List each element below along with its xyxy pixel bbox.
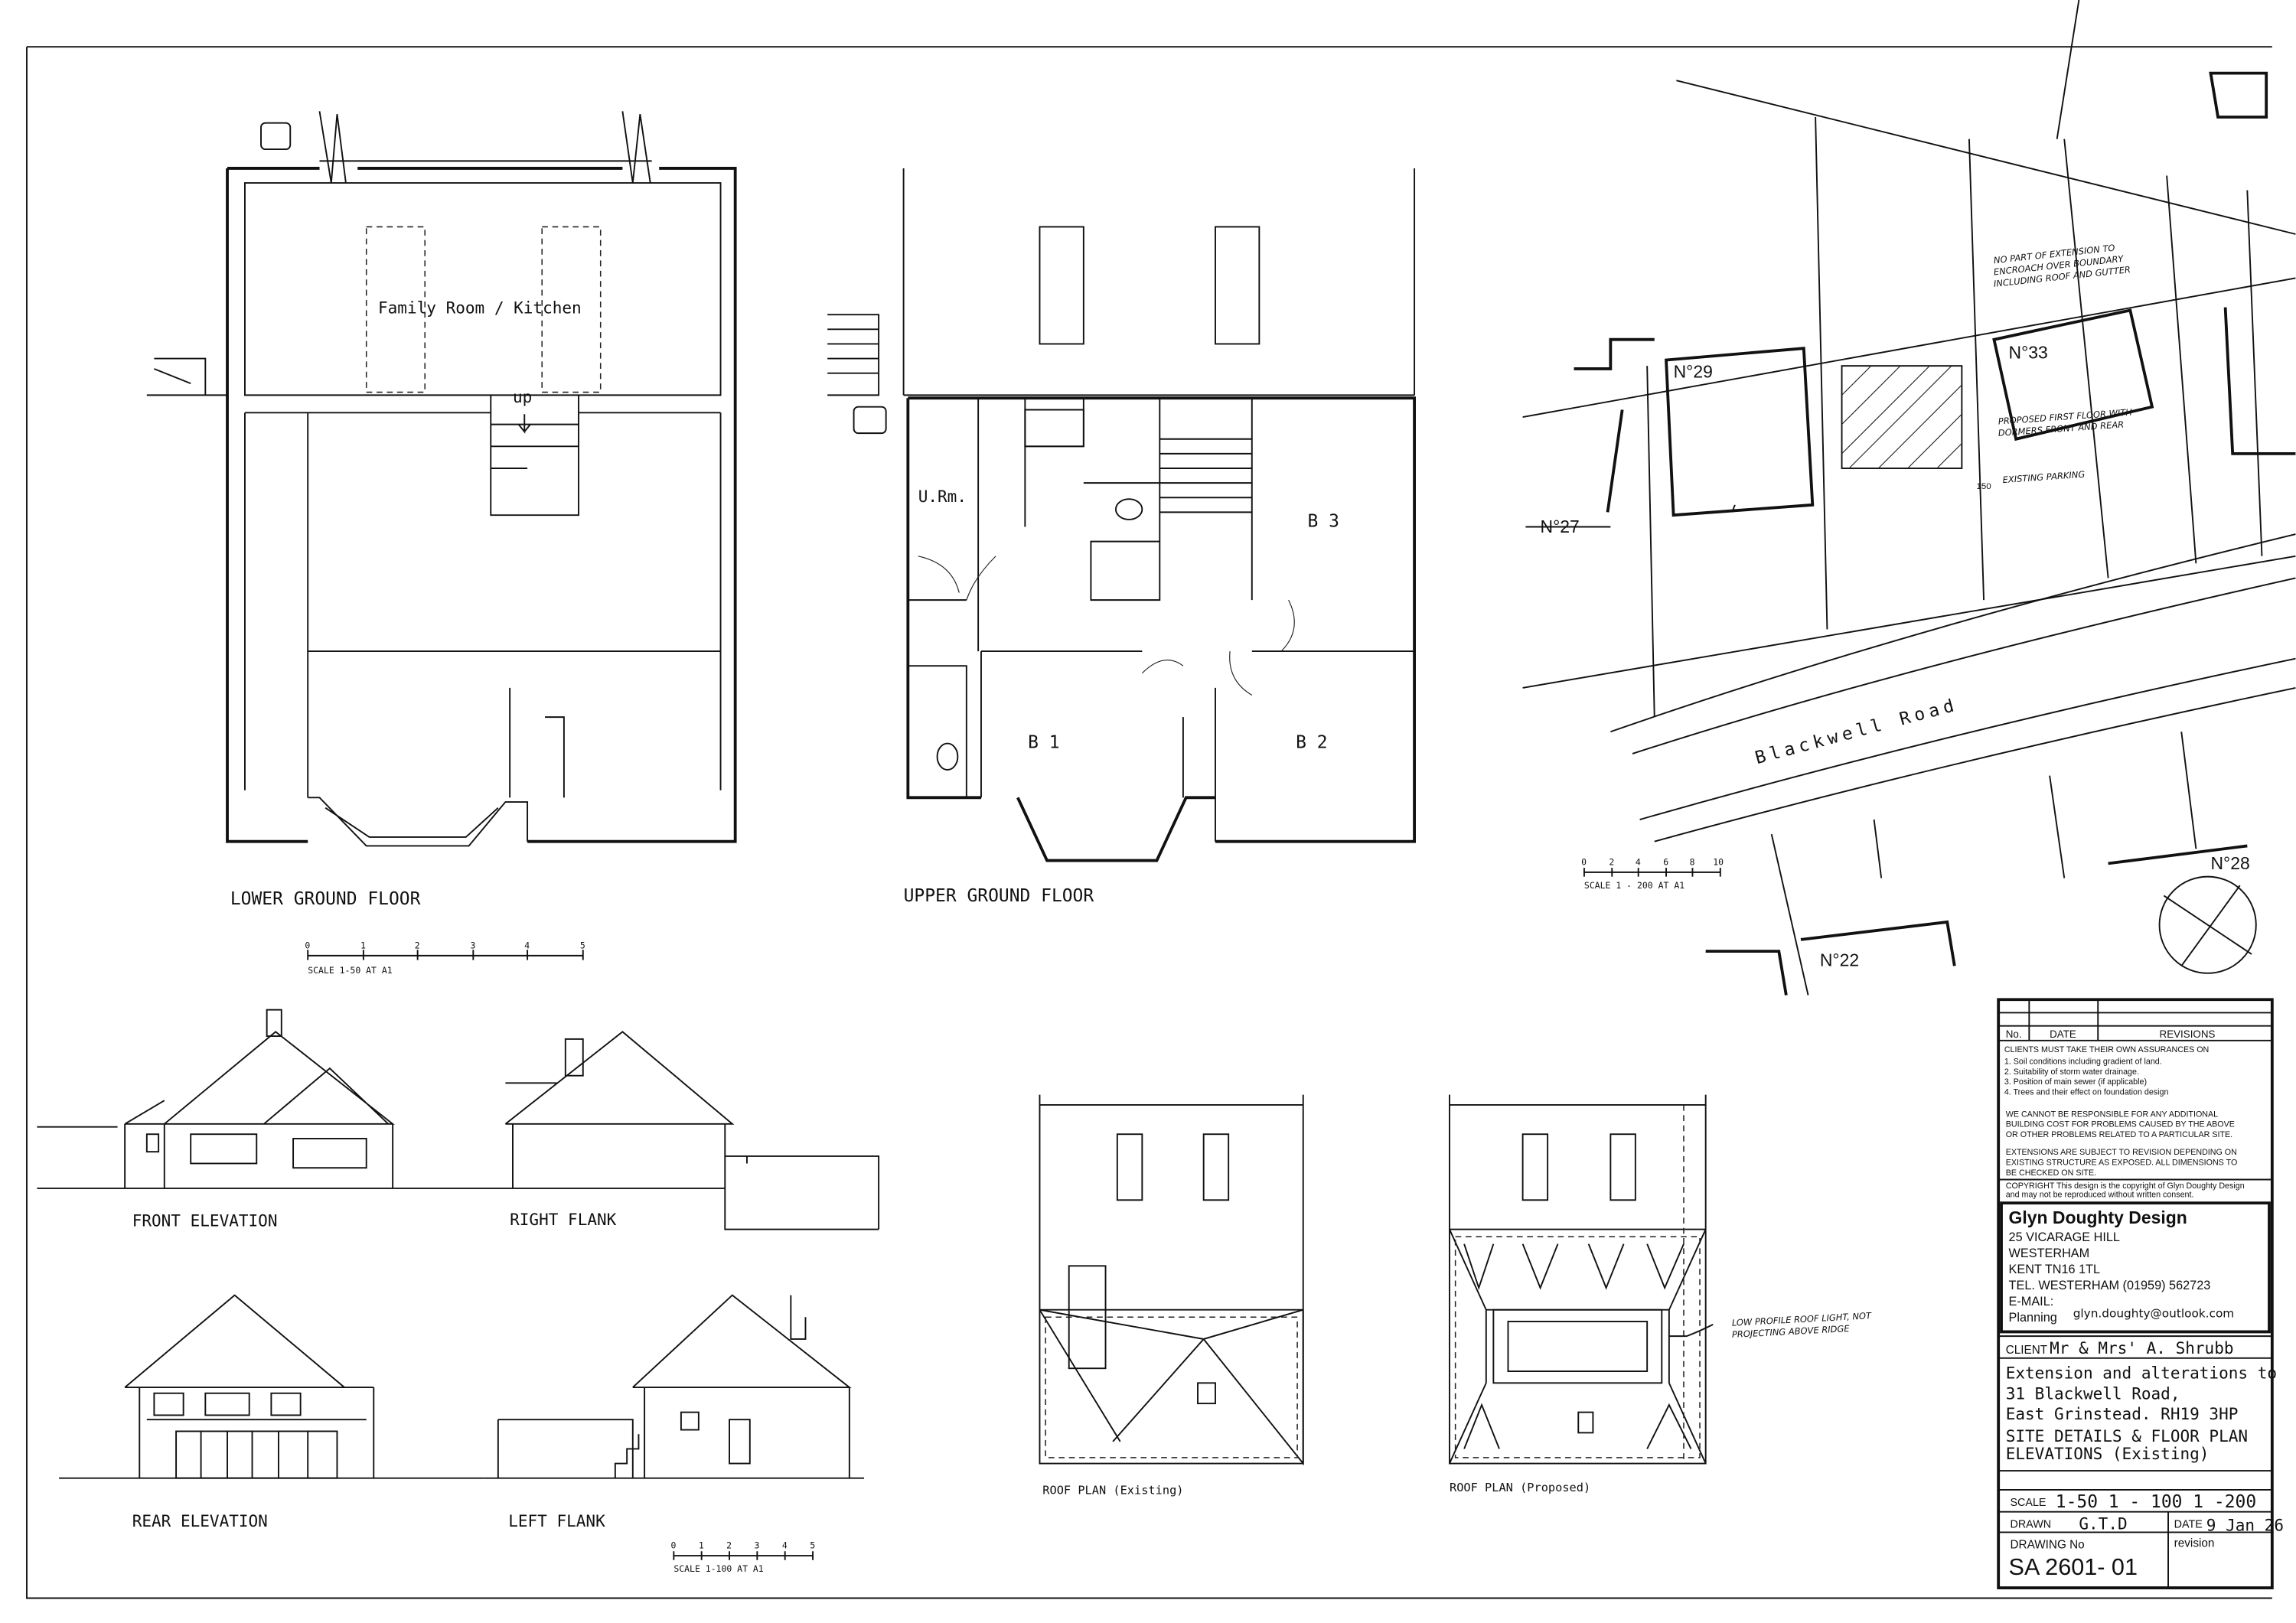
disclaimer-line: OR OTHER PROBLEMS RELATED TO A PARTICULA…	[2006, 1130, 2232, 1139]
scale-tick: 3	[755, 1540, 760, 1550]
client-label: CLIENT	[2006, 1344, 2047, 1357]
project-line: SITE DETAILS & FLOOR PLAN	[2006, 1426, 2248, 1445]
assurance-item: 2. Suitability of storm water drainage.	[2004, 1067, 2139, 1077]
elevations: FRONT ELEVATION RIGHT FLANK REAR ELEVATI…	[37, 1009, 880, 1574]
company-address: WESTERHAM	[2009, 1247, 2090, 1260]
assurances-heading: CLIENTS MUST TAKE THEIR OWN ASSURANCES O…	[2004, 1045, 2209, 1054]
scale-caption: SCALE 1 - 200 AT A1	[1584, 880, 1684, 891]
drawn-label: DRAWN	[2010, 1519, 2051, 1531]
sheet-border	[26, 46, 2272, 1599]
lower-ground-floor-plan: Family Room / Kitchen up LOWER GROUND FL…	[146, 111, 737, 976]
scale-tick: 1	[360, 940, 366, 950]
scale-tick: 5	[810, 1540, 815, 1550]
elevation-title: REAR ELEVATION	[132, 1511, 268, 1530]
company-address: KENT TN16 1TL	[2009, 1263, 2101, 1276]
scale-bar-1-100: 0 1 2 3 4 5 SCALE 1-100 AT A1	[671, 1540, 816, 1574]
scale-tick: 4	[1636, 856, 1641, 867]
disclaimer-line: WE CANNOT BE RESPONSIBLE FOR ANY ADDITIO…	[2006, 1110, 2218, 1119]
assurance-item: 4. Trees and their effect on foundation …	[2004, 1088, 2169, 1097]
title-block: No. DATE REVISIONS CLIENTS MUST TAKE THE…	[1997, 998, 2284, 1590]
scale-tick: 0	[671, 1540, 677, 1550]
roof-plan-title: ROOF PLAN (Existing)	[1042, 1484, 1183, 1498]
upper-ground-floor-plan: U.Rm. B 3 B 1 B 2 UPPER GROUND FLOOR	[827, 168, 1416, 906]
revision-header-date: DATE	[2050, 1028, 2076, 1040]
room-label-b1: B 1	[1028, 732, 1059, 752]
assurance-item: 3. Position of main sewer (if applicable…	[2004, 1077, 2147, 1087]
copyright-line: and may not be reproduced without writte…	[2006, 1190, 2194, 1199]
assurance-item: 1. Soil conditions including gradient of…	[2004, 1057, 2162, 1066]
scale-bar-1-200: 0 2 4 6 8 10 SCALE 1 - 200 AT A1	[1581, 856, 1724, 891]
extensions-note: EXISTING STRUCTURE AS EXPOSED. ALL DIMEN…	[2006, 1158, 2238, 1167]
room-label-b2: B 2	[1296, 732, 1327, 752]
revision-header-no: No.	[2006, 1028, 2022, 1040]
project-line: ELEVATIONS (Existing)	[2006, 1444, 2210, 1463]
stair-label: up	[513, 387, 532, 406]
elevation-title: RIGHT FLANK	[510, 1210, 617, 1229]
scale-tick: 5	[580, 940, 585, 950]
scale-values: 1-50 1 - 100 1 -200	[2056, 1492, 2256, 1512]
left-flank-elevation: LEFT FLANK	[483, 1294, 864, 1530]
roof-plan-existing: ROOF PLAN (Existing)	[1039, 1094, 1304, 1498]
email-label: E-MAIL:	[2009, 1295, 2054, 1309]
scale-tick: 3	[470, 940, 475, 950]
drawing-number: SA 2601- 01	[2009, 1554, 2138, 1580]
elevation-title: FRONT ELEVATION	[132, 1211, 278, 1230]
plot-label: N°28	[2210, 853, 2249, 873]
roof-plan-title: ROOF PLAN (Proposed)	[1450, 1481, 1590, 1494]
project-line: Extension and alterations to	[2006, 1364, 2277, 1383]
scale-tick: 2	[1609, 856, 1614, 867]
scale-tick: 2	[415, 940, 420, 950]
scale-tick: 6	[1663, 856, 1668, 867]
plan-title: LOWER GROUND FLOOR	[230, 889, 421, 909]
project-line: 31 Blackwell Road,	[2006, 1383, 2180, 1403]
extensions-note: BE CHECKED ON SITE.	[2006, 1168, 2096, 1178]
project-line: East Grinstead. RH19 3HP	[2006, 1404, 2239, 1423]
revision-label: revision	[2174, 1537, 2215, 1550]
scale-tick: 1	[699, 1540, 704, 1550]
room-label: Family Room / Kitchen	[378, 298, 582, 317]
drawing-no-label: DRAWING No	[2010, 1538, 2084, 1551]
plot-label: N°33	[2009, 343, 2048, 363]
planning-label: Planning	[2009, 1311, 2057, 1325]
room-label-utility: U.Rm.	[918, 487, 967, 506]
company-address: 25 VICARAGE HILL	[2009, 1230, 2120, 1244]
disclaimer-line: BUILDING COST FOR PROBLEMS CAUSED BY THE…	[2006, 1120, 2235, 1129]
company-phone: TEL. WESTERHAM (01959) 562723	[2009, 1279, 2211, 1292]
scale-bar-1-50: 0 1 2 3 4 5 SCALE 1-50 AT A1	[305, 940, 585, 976]
plot-label: N°29	[1674, 361, 1713, 381]
scale-tick: 0	[305, 940, 310, 950]
right-flank-elevation: RIGHT FLANK	[504, 1031, 880, 1230]
scale-label: SCALE	[2010, 1497, 2046, 1509]
revision-header-revisions: REVISIONS	[2160, 1028, 2216, 1040]
rear-elevation: REAR ELEVATION	[59, 1294, 484, 1530]
front-elevation: FRONT ELEVATION	[124, 1009, 395, 1230]
scale-tick: 8	[1690, 856, 1695, 867]
scale-tick: 4	[782, 1540, 788, 1550]
scale-tick: 0	[1581, 856, 1587, 867]
plot-label: N°27	[1541, 517, 1580, 536]
scale-tick: 4	[524, 940, 530, 950]
company-email: glyn.doughty@outlook.com	[2073, 1306, 2235, 1320]
extensions-note: EXTENSIONS ARE SUBJECT TO REVISION DEPEN…	[2006, 1148, 2237, 1157]
room-label-b3: B 3	[1307, 512, 1339, 532]
plot-label: N°22	[1820, 950, 1859, 970]
drawing-date: 9 Jan 26	[2206, 1516, 2284, 1535]
scale-tick: 10	[1713, 856, 1724, 867]
plan-title: UPPER GROUND FLOOR	[904, 886, 1094, 906]
scale-caption: SCALE 1-100 AT A1	[673, 1563, 763, 1574]
drawn-by: G.T.D	[2079, 1514, 2127, 1533]
dimension-label: 150	[1976, 482, 1991, 491]
date-label: DATE	[2174, 1519, 2203, 1531]
scale-tick: 2	[726, 1540, 732, 1550]
scale-caption: SCALE 1-50 AT A1	[308, 965, 393, 976]
company-name: Glyn Doughty Design	[2009, 1207, 2187, 1227]
elevation-title: LEFT FLANK	[508, 1511, 605, 1530]
copyright-line: COPYRIGHT This design is the copyright o…	[2006, 1181, 2245, 1191]
client-name: Mr & Mrs' A. Shrubb	[2050, 1338, 2233, 1357]
